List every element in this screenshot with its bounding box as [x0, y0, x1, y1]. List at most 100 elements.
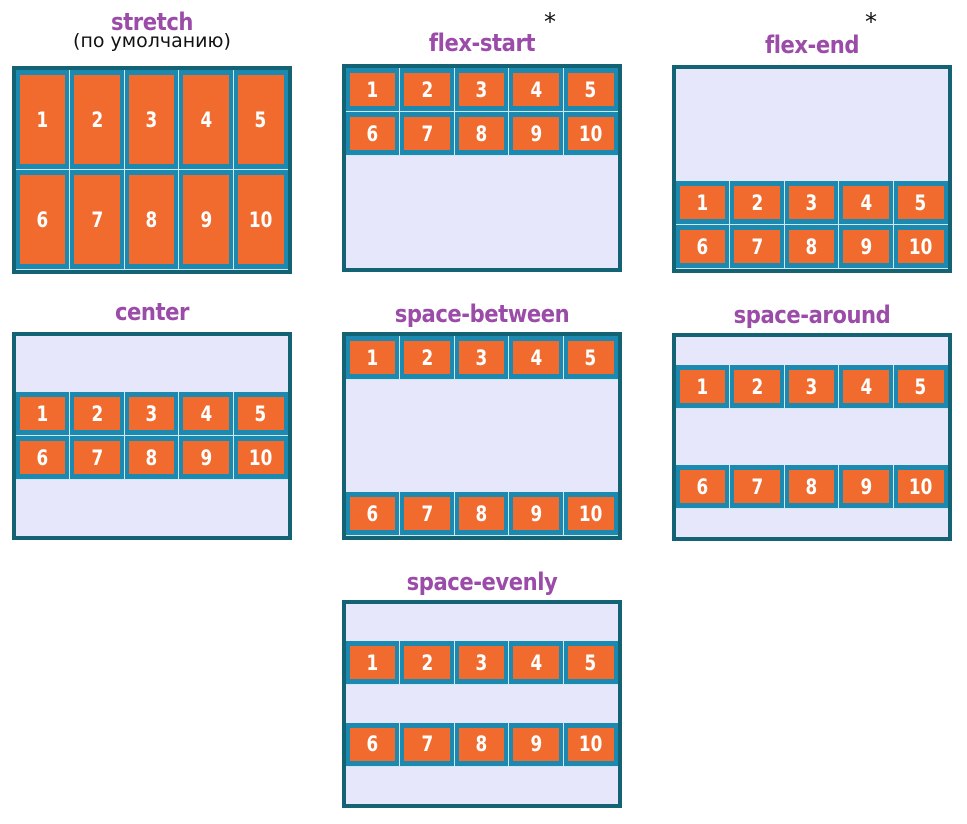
flex-item-number: 7	[751, 234, 763, 259]
flex-item-number: 7	[421, 121, 433, 146]
flex-item-number: 1	[366, 650, 379, 675]
panel-title: flex-end	[764, 31, 860, 59]
flex-item: 10	[563, 112, 618, 156]
flex-item: 7	[400, 112, 455, 156]
flex-item-face: 9	[843, 470, 889, 503]
flex-item-face: 5	[567, 73, 614, 106]
flex-item: 8	[454, 492, 510, 536]
flex-item: 5	[563, 68, 618, 112]
flex-item-face: 3	[458, 341, 505, 374]
flex-item-number: 9	[200, 445, 212, 470]
flex-item-number: 5	[584, 345, 597, 370]
flex-item: 9	[179, 170, 234, 270]
flex-item-face: 8	[458, 117, 505, 150]
flex-item: 2	[70, 70, 125, 170]
flex-item: 8	[454, 722, 510, 767]
flex-item-number: 10	[249, 207, 273, 232]
flex-item: 4	[839, 365, 894, 409]
flex-item-number: 9	[530, 501, 542, 526]
flex-item: 3	[454, 68, 510, 112]
panel-title: space-evenly	[406, 568, 558, 596]
flex-item: 5	[233, 70, 288, 170]
flex-item-number: 10	[579, 732, 603, 757]
flex-item: 1	[346, 68, 401, 112]
flex-item: 9	[839, 225, 894, 269]
flex-item: 4	[509, 641, 564, 686]
flex-item-number: 9	[860, 234, 872, 259]
flex-item-number: 6	[36, 207, 49, 232]
flex-item-number: 2	[421, 345, 433, 370]
flex-item-number: 9	[530, 732, 542, 757]
flex-item-face: 6	[680, 230, 726, 263]
flex-item: 7	[70, 170, 125, 270]
panel-title: space-between	[394, 300, 570, 328]
flex-item-number: 2	[91, 401, 103, 426]
flex-item-face: 8	[788, 230, 835, 263]
flex-item-face: 4	[843, 370, 889, 403]
flex-item-face: 6	[680, 470, 726, 503]
flex-item-face: 4	[513, 646, 559, 680]
flex-item: 3	[454, 336, 510, 380]
flex-item-face: 1	[680, 186, 726, 219]
flex-item-face: 3	[128, 75, 175, 164]
asterisk-mark: *	[865, 8, 877, 36]
flex-item-face: 5	[567, 341, 614, 374]
flex-item-face: 4	[183, 397, 229, 430]
flex-item-face: 6	[20, 441, 66, 474]
flex-item-number: 8	[805, 474, 818, 499]
flex-item-face: 3	[458, 646, 505, 680]
flex-item-number: 6	[366, 732, 379, 757]
flex-item-number: 10	[579, 501, 603, 526]
flex-item-face: 7	[74, 175, 120, 264]
flex-item-number: 4	[530, 345, 542, 370]
flex-item-number: 8	[475, 121, 488, 146]
flex-item: 10	[893, 465, 948, 509]
flex-item-face: 2	[734, 186, 780, 219]
flex-item-face: 9	[183, 441, 229, 474]
flex-item-face: 8	[458, 497, 505, 530]
flex-item-number: 6	[366, 121, 379, 146]
flex-item-number: 4	[530, 77, 542, 102]
flex-item-face: 10	[567, 727, 614, 761]
flex-item-number: 3	[475, 77, 488, 102]
flex-item: 3	[124, 392, 180, 436]
flex-item: 8	[124, 436, 180, 480]
flex-item: 8	[784, 225, 840, 269]
flex-item-number: 9	[530, 121, 542, 146]
flex-item: 6	[16, 170, 71, 270]
flex-item-face: 6	[350, 497, 396, 530]
flex-item-face: 9	[513, 497, 559, 530]
flex-item-face: 5	[897, 370, 944, 403]
flex-item: 5	[893, 365, 948, 409]
flex-item-number: 4	[860, 374, 872, 399]
flex-item-face: 5	[567, 646, 614, 680]
flex-item: 1	[16, 392, 71, 436]
flex-item-number: 7	[421, 732, 433, 757]
flex-item: 8	[454, 112, 510, 156]
flex-item: 5	[563, 336, 618, 380]
flex-item-face: 9	[843, 230, 889, 263]
flex-item-number: 4	[860, 190, 872, 215]
flex-item: 6	[346, 722, 401, 767]
flex-item-face: 5	[237, 75, 284, 164]
flex-item-face: 1	[350, 646, 396, 680]
flex-item-number: 2	[751, 190, 763, 215]
flex-item-number: 7	[751, 474, 763, 499]
flex-item: 5	[893, 181, 948, 225]
flex-item-number: 1	[366, 345, 379, 370]
flex-item-number: 6	[696, 234, 709, 259]
flex-item: 3	[454, 641, 510, 686]
flex-item-face: 3	[788, 186, 835, 219]
flex-item-face: 10	[237, 441, 284, 474]
flex-item: 9	[509, 492, 564, 536]
flex-item-face: 2	[404, 73, 450, 106]
flex-item-number: 10	[909, 234, 933, 259]
flex-item: 2	[400, 336, 455, 380]
flex-item-number: 3	[145, 401, 158, 426]
flex-item-face: 4	[183, 75, 229, 164]
flex-item: 7	[400, 722, 455, 767]
flex-item: 5	[233, 392, 288, 436]
flex-item-number: 2	[421, 650, 433, 675]
